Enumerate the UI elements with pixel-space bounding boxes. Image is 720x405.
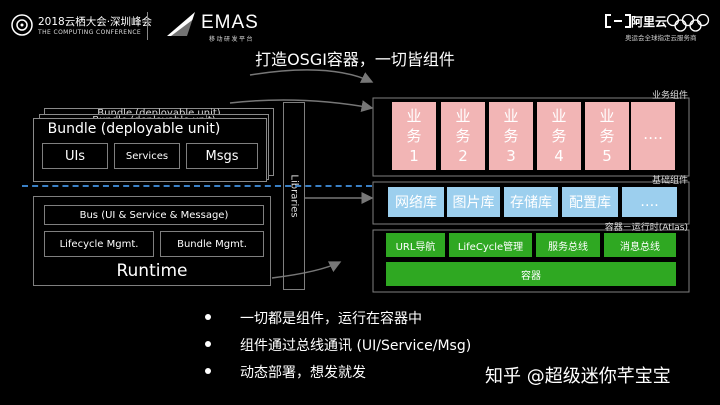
business-component-char: 5 bbox=[602, 147, 612, 165]
base-network: 网络库 bbox=[388, 187, 444, 217]
olympic-rings-icon bbox=[666, 14, 710, 32]
base-config: 配置库 bbox=[562, 187, 618, 217]
conference-subtitle: THE COMPUTING CONFERENCE bbox=[38, 29, 142, 36]
business-component-5: 业务 5 bbox=[585, 102, 629, 170]
bullet-dot bbox=[205, 314, 211, 320]
bundle-cell-uis: UIs bbox=[42, 143, 108, 169]
bullet-dot bbox=[205, 341, 211, 347]
bullet-dot bbox=[205, 368, 211, 374]
libraries-bar: Libraries bbox=[283, 102, 305, 290]
base-more: …. bbox=[622, 187, 677, 217]
emas-subtitle: 移动研发平台 bbox=[209, 36, 255, 43]
conference-logo: 2018云栖大会·深圳峰会 THE COMPUTING CONFERENCE bbox=[10, 10, 180, 40]
business-component-char: …. bbox=[643, 125, 663, 143]
business-component-char: 务 bbox=[599, 127, 615, 145]
bundle-cell-services: Services bbox=[114, 143, 180, 169]
business-component-char: 务 bbox=[551, 127, 567, 145]
watermark: 知乎 @超级迷你芊宝宝 bbox=[485, 366, 671, 387]
conference-mark-icon bbox=[11, 14, 33, 36]
libraries-label: Libraries bbox=[288, 174, 300, 218]
bullet-text: 组件通过总线通讯 (UI/Service/Msg) bbox=[240, 338, 472, 354]
business-component-char: 业 bbox=[455, 107, 471, 125]
emas-bird-icon bbox=[167, 12, 195, 36]
header-divider bbox=[147, 12, 148, 40]
business-component-3: 业务 3 bbox=[489, 102, 533, 170]
lifecycle-cell: Lifecycle Mgmt. bbox=[44, 231, 154, 257]
business-component-char: 务 bbox=[406, 127, 422, 145]
emas-logo: EMAS 移动研发平台 bbox=[165, 8, 265, 43]
bullet-text: 动态部署，想发就发 bbox=[240, 365, 366, 381]
aliyun-subtitle: 奥运会全球指定云服务商 bbox=[625, 34, 697, 42]
runtime-message-bus: 消息总线 bbox=[604, 233, 676, 257]
slide-title: 打造OSGI容器，一切皆组件 bbox=[255, 50, 455, 69]
runtime-label: Runtime bbox=[116, 261, 188, 281]
bullet-list: 一切都是组件，运行在容器中 组件通过总线通讯 (UI/Service/Msg) … bbox=[205, 308, 625, 389]
bus-cell: Bus (UI & Service & Message) bbox=[44, 205, 264, 225]
base-frame bbox=[372, 181, 690, 225]
business-component-char: 1 bbox=[409, 147, 419, 165]
base-image: 图片库 bbox=[447, 187, 500, 217]
business-component-char: 务 bbox=[503, 127, 519, 145]
bundle-front-label: Bundle (deployable unit) bbox=[47, 121, 221, 137]
base-label: 基础组件 bbox=[651, 176, 688, 186]
business-label: 业务组件 bbox=[651, 91, 688, 101]
business-component-char: 业 bbox=[551, 107, 567, 125]
bundle-front: Bundle (deployable unit) UIs Services Ms… bbox=[33, 118, 267, 182]
bullet-item: 一切都是组件，运行在容器中 bbox=[205, 308, 625, 335]
runtime-frame bbox=[372, 229, 690, 293]
business-component-char: 业 bbox=[406, 107, 422, 125]
arrow-bundle-to-business bbox=[229, 99, 374, 113]
runtime-right-label: 容器－运行时(Atlas) bbox=[604, 223, 688, 233]
runtime-lifecycle: LifeCycle管理 bbox=[449, 233, 532, 257]
business-component-char: 2 bbox=[458, 147, 468, 165]
arrow-title-to-business bbox=[249, 69, 374, 83]
conference-title: 2018云栖大会·深圳峰会 bbox=[38, 16, 153, 28]
bullet-item: 组件通过总线通讯 (UI/Service/Msg) bbox=[205, 335, 625, 362]
business-component-4: 业务 4 bbox=[537, 102, 581, 170]
business-component-char: 4 bbox=[554, 147, 564, 165]
business-component-1: 业务 1 bbox=[392, 102, 436, 170]
runtime-container: 容器 bbox=[386, 262, 676, 286]
runtime-box: Bus (UI & Service & Message) Lifecycle M… bbox=[33, 196, 271, 286]
dashed-separator bbox=[22, 185, 372, 187]
arrow-runtime-to-container bbox=[271, 261, 342, 279]
aliyun-bracket-icon bbox=[605, 14, 631, 28]
aliyun-logo: 阿里云 奥运会全球指定云服务商 bbox=[605, 12, 715, 42]
business-component-2: 业务 2 bbox=[441, 102, 485, 170]
emas-name: EMAS bbox=[201, 12, 259, 33]
business-component-char: 3 bbox=[506, 147, 516, 165]
runtime-url-nav: URL导航 bbox=[386, 233, 445, 257]
business-component-char: 业 bbox=[503, 107, 519, 125]
business-frame bbox=[372, 97, 690, 177]
business-component-6: …. bbox=[631, 102, 675, 170]
bundle-cell-msgs: Msgs bbox=[186, 143, 258, 169]
bullet-item: 动态部署，想发就发 bbox=[205, 362, 625, 389]
bundle-mgmt-cell: Bundle Mgmt. bbox=[160, 231, 264, 257]
runtime-service-bus: 服务总线 bbox=[536, 233, 600, 257]
business-component-char: 业 bbox=[599, 107, 615, 125]
bullet-text: 一切都是组件，运行在容器中 bbox=[240, 311, 422, 327]
bundle-back-label: Bundle (deployable unit) bbox=[45, 108, 273, 119]
base-storage: 存储库 bbox=[504, 187, 558, 217]
business-component-char: 务 bbox=[455, 127, 471, 145]
aliyun-name: 阿里云 bbox=[631, 15, 668, 29]
